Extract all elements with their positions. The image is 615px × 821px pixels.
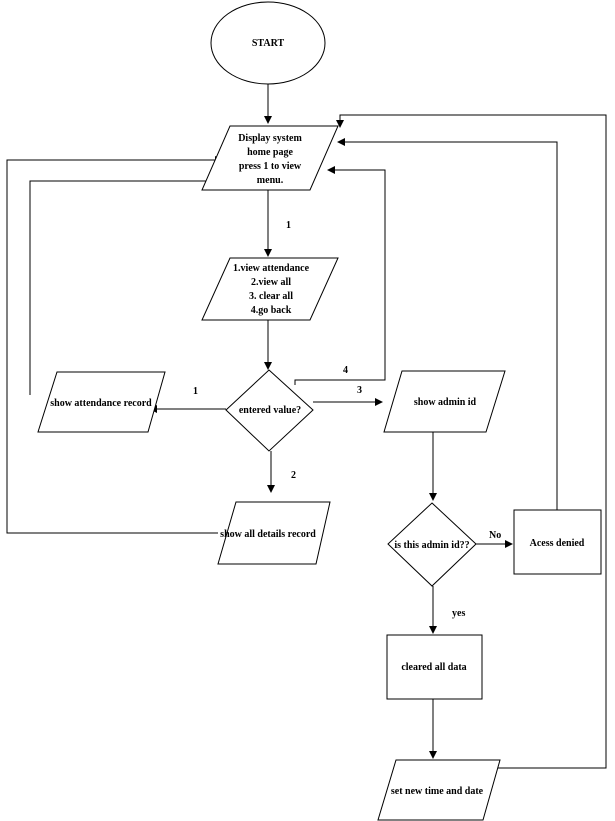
admin-id-label: show admin id xyxy=(414,397,477,408)
edge-set-to-home xyxy=(336,114,607,769)
details-label: show all details record xyxy=(220,529,316,540)
menu-line-1: 1.view attendance xyxy=(233,263,310,274)
admin-id-parallelogram xyxy=(383,370,506,433)
edge-denied-to-home xyxy=(337,138,558,510)
admin-check-label: is this admin id?? xyxy=(394,540,469,551)
edge-labels: 1 1 2 3 4 No yes xyxy=(193,220,501,619)
start-label: START xyxy=(252,38,285,49)
cleared-node: cleared all data xyxy=(386,634,483,700)
home-line-1: Display system xyxy=(238,133,302,144)
decision-label: entered value? xyxy=(239,405,301,416)
home-node: Display system home page press 1 to view… xyxy=(201,125,339,191)
edge-go-back xyxy=(294,166,386,385)
attendance-label: show attendance record xyxy=(50,398,152,409)
edge-details-to-home xyxy=(6,156,223,534)
home-parallelogram xyxy=(201,125,339,191)
menu-node: 1.view attendance 2.view all 3. clear al… xyxy=(201,257,339,321)
denied-label: Acess denied xyxy=(530,538,585,549)
decision-diamond xyxy=(225,369,314,452)
label-go-back: 4 xyxy=(343,365,348,376)
label-home-to-menu: 1 xyxy=(286,220,291,231)
menu-line-3: 3. clear all xyxy=(249,291,293,302)
details-node: show all details record xyxy=(217,501,331,565)
label-yes: yes xyxy=(452,608,465,619)
details-parallelogram xyxy=(217,501,331,565)
label-to-admin: 3 xyxy=(357,385,362,396)
edges xyxy=(6,84,607,769)
edge-attendance-to-home xyxy=(29,177,217,395)
set-time-parallelogram xyxy=(377,759,501,821)
attendance-parallelogram xyxy=(37,371,166,433)
start-node: START xyxy=(210,1,326,85)
cleared-box xyxy=(386,634,483,700)
denied-box xyxy=(513,509,602,575)
admin-id-node: show admin id xyxy=(383,370,506,433)
label-to-details: 2 xyxy=(291,470,296,481)
home-line-3: press 1 to view xyxy=(239,161,302,172)
menu-parallelogram xyxy=(201,257,339,321)
set-time-node: set new time and date xyxy=(377,759,501,821)
set-time-label: set new time and date xyxy=(391,786,484,797)
cleared-label: cleared all data xyxy=(401,662,466,673)
home-line-2: home page xyxy=(247,147,293,158)
admin-check-diamond xyxy=(387,502,477,587)
menu-line-2: 2.view all xyxy=(251,277,291,288)
admin-check-node: is this admin id?? xyxy=(387,502,477,587)
decision-node: entered value? xyxy=(225,369,314,452)
label-to-attendance: 1 xyxy=(193,386,198,397)
label-no: No xyxy=(489,530,501,541)
attendance-node: show attendance record xyxy=(37,371,166,433)
start-ellipse xyxy=(210,1,326,85)
home-line-4: menu. xyxy=(257,175,284,186)
denied-node: Acess denied xyxy=(513,509,602,575)
menu-line-4: 4.go back xyxy=(251,305,292,316)
